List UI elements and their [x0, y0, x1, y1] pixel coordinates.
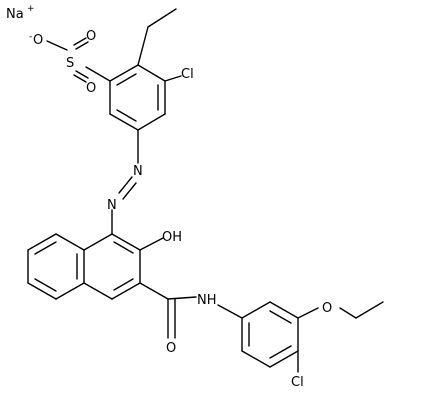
chlorine-top-label: Cl — [181, 67, 194, 82]
sodium-label: Na — [6, 7, 24, 22]
sulfonyl-oxygen-bottom-label: O — [86, 81, 96, 96]
chlorine-bottom-label: Cl — [291, 375, 304, 390]
amide-nh-label: NH — [197, 293, 217, 308]
azo-nitrogen-1-label: N — [133, 164, 143, 179]
sodium-charge: + — [27, 4, 35, 14]
amide-oxygen-label: O — [166, 341, 176, 356]
atom-labels: Na + - O S O O Cl N N OH NH O O Cl — [6, 4, 332, 390]
azo-nitrogen-2-label: N — [107, 198, 117, 213]
sulfonyl-oxygen-top-label: O — [86, 29, 96, 44]
hydroxyl-label: OH — [162, 230, 182, 245]
sulfur-label: S — [66, 56, 74, 71]
oxide-charge: - — [29, 32, 32, 42]
ether-oxygen-label: O — [322, 301, 332, 316]
oxide-oxygen-label: O — [33, 33, 43, 48]
bonds — [27, 8, 384, 373]
